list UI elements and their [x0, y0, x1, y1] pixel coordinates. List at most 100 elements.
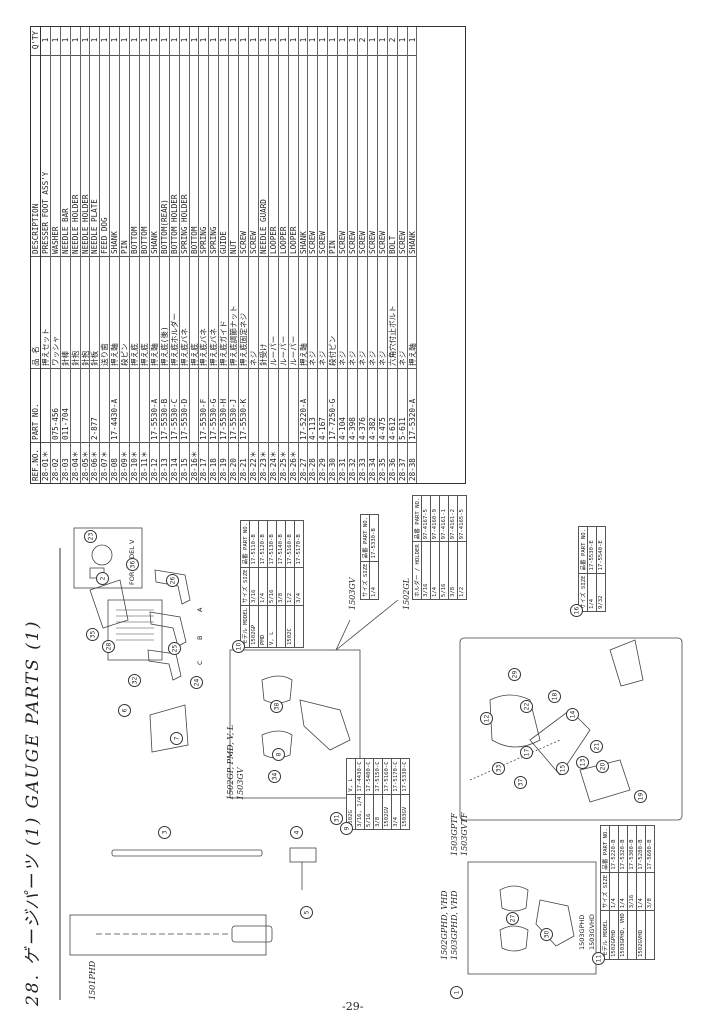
callout-22: 22 — [520, 700, 533, 713]
page-number: -29- — [342, 1000, 364, 1013]
mini-table-cell: 3/8 — [373, 794, 383, 830]
mini-table-cell: 5/16 — [439, 541, 449, 600]
callout-21: 21 — [590, 740, 603, 753]
box-1502gp — [229, 649, 361, 799]
mini-table-cell: 1/4 — [258, 567, 268, 606]
mini-table-cell: 17-5540-E — [596, 526, 606, 574]
label-c: C — [196, 660, 204, 665]
callout-19: 19 — [634, 790, 647, 803]
box-1503gptf — [459, 637, 683, 821]
callout-1: 1 — [450, 986, 463, 999]
callout-27: 27 — [506, 912, 519, 925]
label-1502gl: 1502GL — [402, 577, 411, 610]
callout-2: 2 — [96, 572, 109, 585]
callout-14: 14 — [566, 708, 579, 721]
mini-table-cell: 17-5120-B — [258, 520, 268, 568]
mini-table-cell: 3/8 — [645, 872, 655, 911]
mini-table-cell: 17-5110-B — [249, 520, 259, 568]
mini-table-cell: PMD — [258, 605, 268, 648]
mini-table-cell: 1502C — [285, 605, 295, 648]
mini-table-cell: 17-5300-B — [627, 825, 637, 873]
mini-table-cell: 1503GV — [400, 794, 410, 830]
callout-29: 29 — [508, 668, 521, 681]
mini-table-cell: 1/2 — [457, 541, 467, 600]
needle-bar-shape — [111, 849, 263, 857]
label-b: B — [196, 635, 204, 640]
mini-table-cell: V, L — [346, 758, 356, 795]
callout-37: 37 — [514, 776, 527, 789]
callout-16: 16 — [570, 604, 583, 617]
mini-table-cell: 97-4165-5 — [457, 495, 467, 542]
mini-table-cell: 17-5400-C — [364, 758, 374, 795]
mini-table-cell: 品番 PART NO. — [240, 520, 250, 568]
mini-table-cell: 3/16 — [421, 541, 431, 600]
mini-table-cell: 1/2 — [285, 567, 295, 606]
label-1503gphd: 1503GPHD, VHD — [450, 890, 459, 961]
label-1503gv-b: 1503GV — [348, 577, 357, 610]
mini-table-cell: 3/8 — [448, 541, 458, 600]
mini-table-cell: 1502GVHD — [636, 910, 646, 960]
callout-10: 10 — [232, 640, 245, 653]
mini-table-cell: 17-5130-B — [267, 520, 277, 568]
callout-6: 6 — [118, 704, 131, 717]
feed-dog-shape — [149, 704, 189, 753]
mini-table-cell: 1/4 — [609, 872, 619, 911]
callout-20: 20 — [596, 760, 609, 773]
label-1503gphd-b: 1503GPHD — [578, 914, 586, 950]
mini-table-cell — [645, 910, 655, 960]
label-1503gvtf: 1503GVTF — [460, 812, 469, 856]
mini-table-cell: 17-4430-C — [355, 758, 365, 795]
mini-table-cell: 3/4 — [294, 567, 304, 606]
callout-24: 24 — [190, 676, 203, 689]
mini-table-cell: 1503GPHD, VHD — [618, 910, 628, 960]
mini-table-cell: 97-4161-2 — [448, 495, 458, 542]
callout-8: 8 — [272, 748, 285, 761]
mini-table-cell: 17-5170-B — [294, 520, 304, 568]
mini-table-cell: 品番 PART NO. — [360, 514, 370, 562]
callout-36: 36 — [126, 558, 139, 571]
callout-38: 38 — [270, 700, 283, 713]
mini-table-cell: 97-4161-1 — [439, 495, 449, 542]
mini-table-cell: 9/32 — [596, 573, 606, 612]
mini-table-cell — [276, 605, 286, 648]
callout-17: 17 — [520, 746, 533, 759]
mini-table-cell — [294, 605, 304, 648]
callout-12: 12 — [480, 712, 493, 725]
mini-table-cell: 1/4 — [636, 872, 646, 911]
mini-table-cell: 97-4167-5 — [421, 495, 431, 542]
mini-table-cell: 17-5600-B — [645, 825, 655, 873]
label-1503gptf: 1503GPTF — [450, 812, 459, 856]
mini-table-cell: サイズ SIZE — [600, 872, 610, 911]
mini-table-cell: 品番 PART NO. — [600, 825, 610, 873]
mini-table-cell: 17-5160-C — [382, 758, 392, 795]
mini-table-cell — [627, 910, 637, 960]
mini-table-cell: 1/4 — [369, 561, 379, 600]
mini-table-cell: 1502GV — [382, 794, 392, 830]
mini-table-cell: 5/16 — [267, 567, 277, 606]
mini-table-cell: ホルダー / HOLDER — [412, 541, 422, 600]
